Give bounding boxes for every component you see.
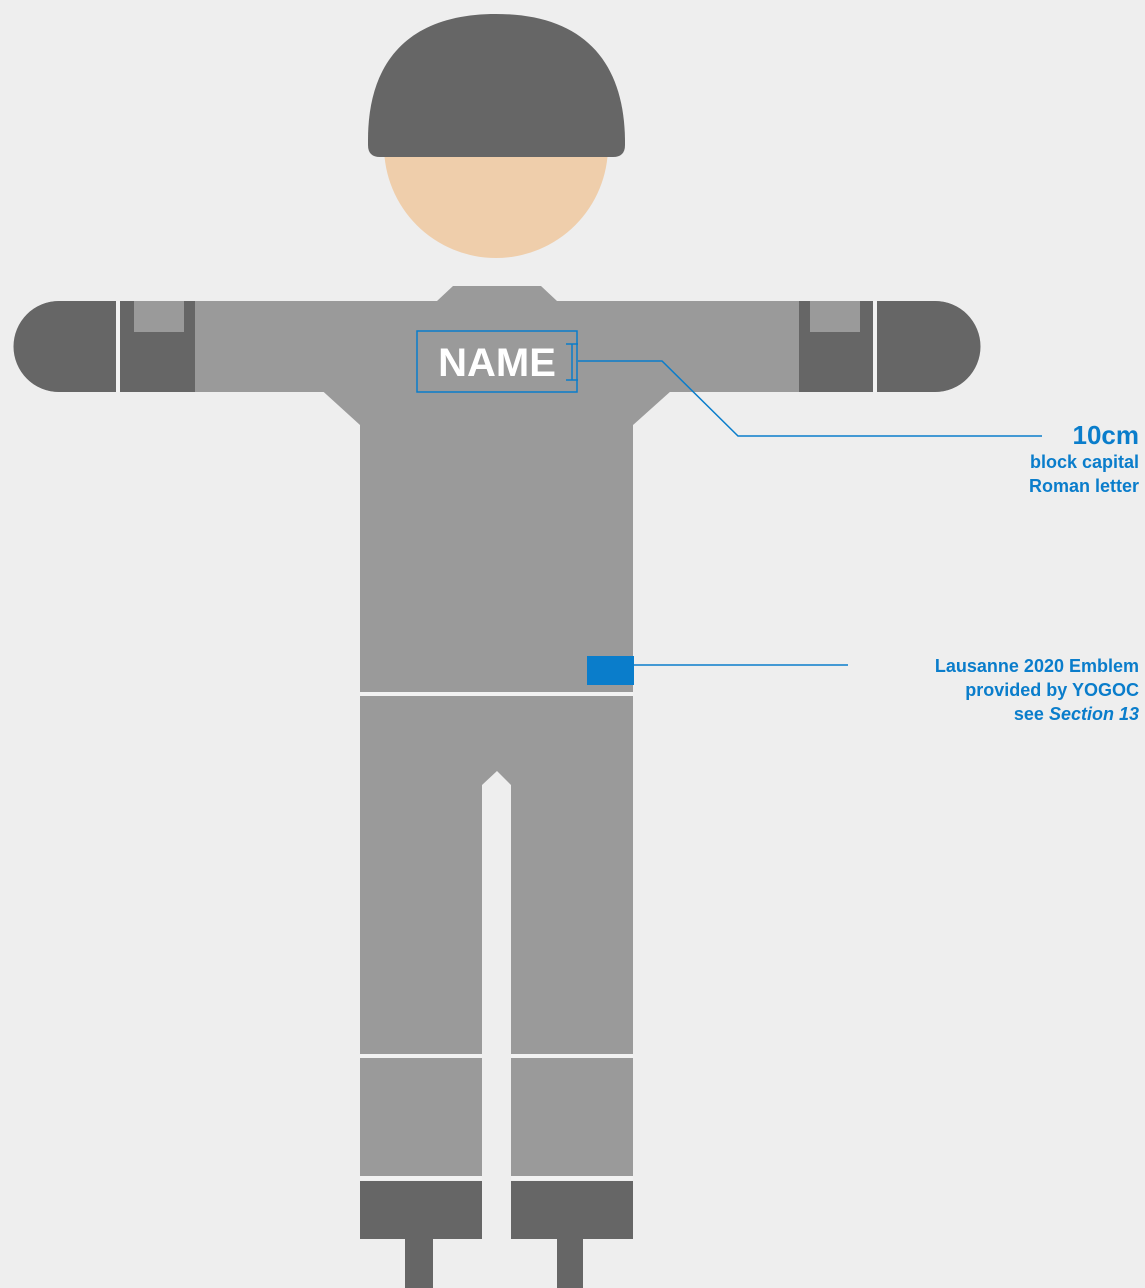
right-blade — [557, 1239, 583, 1288]
name-size-callout: 10cm block capital Roman letter — [1029, 420, 1139, 498]
helmet — [368, 14, 625, 157]
left-glove-tab — [134, 301, 184, 332]
left-boot — [360, 1181, 482, 1239]
emblem-section-ref: Section 13 — [1049, 704, 1139, 724]
emblem-line2: provided by YOGOC — [935, 678, 1139, 702]
emblem-patch — [587, 656, 634, 685]
name-size-line2: Roman letter — [1029, 474, 1139, 498]
right-glove-tab — [810, 301, 860, 332]
right-boot — [511, 1181, 633, 1239]
emblem-callout: Lausanne 2020 Emblem provided by YOGOC s… — [935, 654, 1139, 726]
name-label: NAME — [438, 341, 556, 385]
trousers — [360, 696, 633, 1180]
name-size-value: 10cm — [1029, 420, 1139, 450]
emblem-line1: Lausanne 2020 Emblem — [935, 654, 1139, 678]
left-blade — [405, 1239, 433, 1288]
emblem-line3-prefix: see — [1014, 704, 1049, 724]
name-size-line1: block capital — [1029, 450, 1139, 474]
emblem-line3: see Section 13 — [935, 702, 1139, 726]
